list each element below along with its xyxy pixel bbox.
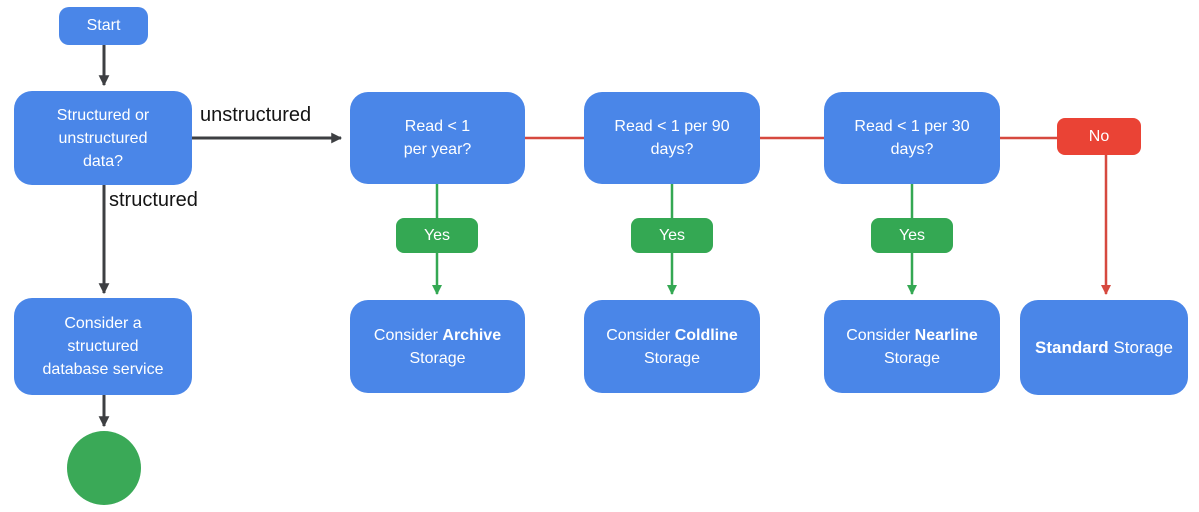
badge-no: No: [1057, 118, 1141, 155]
badge-yes-nearline: Yes: [871, 218, 953, 253]
node-line: Read < 1: [404, 118, 471, 135]
node-line: Consider a: [64, 315, 142, 332]
node-coldline-storage: Consider Coldline Storage: [584, 300, 760, 393]
node-label: Consider Nearline Storage: [846, 326, 978, 367]
node-q-read-per-90-days: Read < 1 per 90 days?: [584, 92, 760, 184]
node-structured-db-service: Consider a structured database service: [14, 298, 192, 395]
badge-no-label: No: [1088, 127, 1110, 145]
badge-yes-archive: Yes: [396, 218, 478, 253]
node-q-read-per-year: Read < 1 per year?: [350, 92, 525, 184]
node-line: unstructured: [58, 129, 148, 147]
node-start: Start: [59, 7, 148, 45]
node-label: Consider Coldline Storage: [606, 326, 738, 367]
badge-yes-label: Yes: [658, 226, 686, 244]
node-line: days?: [650, 141, 694, 158]
badge-yes-coldline: Yes: [631, 218, 713, 253]
node-start-label: Start: [86, 17, 121, 34]
node-line: per year?: [403, 141, 472, 158]
label-structured: structured: [109, 189, 198, 211]
end-node-circle: [67, 431, 141, 505]
node-line: days?: [890, 141, 934, 158]
node-line: database service: [42, 361, 164, 378]
node-label: Consider Archive Storage: [373, 326, 502, 367]
node-line: Read < 1 per 90: [614, 118, 730, 135]
node-q-read-per-30-days: Read < 1 per 30 days?: [824, 92, 1000, 184]
node-label: Standard Storage: [1035, 338, 1173, 357]
node-line: data?: [82, 152, 124, 170]
node-nearline-storage: Consider Nearline Storage: [824, 300, 1000, 393]
node-line: structured: [67, 338, 139, 355]
node-line: Structured or: [56, 106, 150, 124]
node-standard-storage: Standard Storage: [1020, 300, 1188, 395]
node-archive-storage: Consider Archive Storage: [350, 300, 525, 393]
node-data-type-question: Structured or unstructured data?: [14, 91, 192, 185]
label-unstructured: unstructured: [200, 104, 312, 126]
node-line: Read < 1 per 30: [854, 118, 970, 135]
badge-yes-label: Yes: [898, 226, 926, 244]
badge-yes-label: Yes: [423, 226, 451, 244]
